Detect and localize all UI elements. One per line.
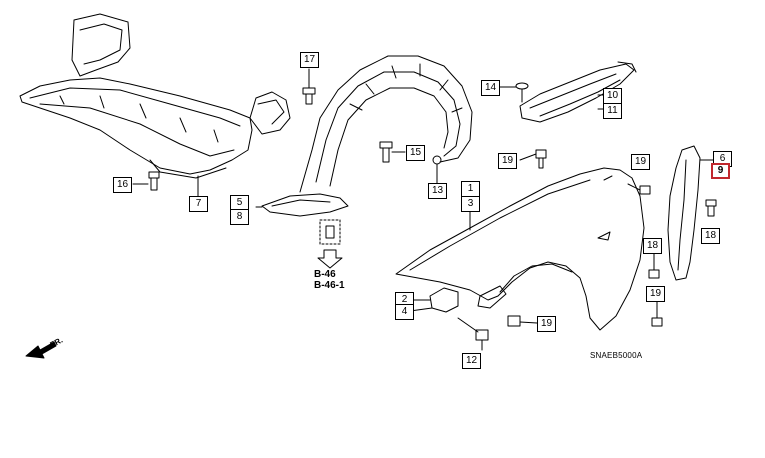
callout-19-a[interactable]: 19 [498, 153, 517, 169]
clip-15-part [379, 141, 406, 163]
fender-bracket-part [519, 61, 637, 123]
side-bracket-part [667, 145, 715, 281]
callout-14[interactable]: 14 [481, 80, 500, 96]
screw-13-part [432, 155, 442, 184]
diagram-code: SNAEB5000A [590, 351, 643, 360]
callout-16[interactable]: 16 [113, 177, 132, 193]
callout-9-highlighted[interactable]: 9 [711, 163, 730, 179]
callout-15[interactable]: 15 [406, 145, 425, 161]
clip-17-part [302, 68, 316, 105]
front-direction-arrow [25, 341, 57, 359]
under-cover-part [19, 13, 291, 197]
callout-4[interactable]: 4 [395, 304, 414, 320]
callout-18-b[interactable]: 18 [643, 238, 662, 254]
bolt-19-parts [507, 149, 663, 327]
pin-14-part [499, 82, 529, 103]
callout-3[interactable]: 3 [461, 196, 480, 212]
callout-18-a[interactable]: 18 [701, 228, 720, 244]
ref-clip-part [317, 219, 343, 269]
callout-1[interactable]: 1 [461, 181, 480, 197]
front-fender-part [395, 167, 645, 331]
callout-19-d[interactable]: 19 [537, 316, 556, 332]
reference-label-1: B-46 [314, 269, 336, 280]
callout-13[interactable]: 13 [428, 183, 447, 199]
clip-16-part [132, 171, 160, 191]
callout-19-c[interactable]: 19 [646, 286, 665, 302]
callout-11[interactable]: 11 [603, 103, 622, 119]
callout-19-b[interactable]: 19 [631, 154, 650, 170]
clip-18-part [648, 199, 717, 279]
fender-liner-part [255, 55, 473, 217]
callout-8[interactable]: 8 [230, 209, 249, 225]
callout-12[interactable]: 12 [462, 353, 481, 369]
reference-label-2: B-46-1 [314, 280, 345, 291]
callout-7[interactable]: 7 [189, 196, 208, 212]
callout-17[interactable]: 17 [300, 52, 319, 68]
bolt-12-part [457, 317, 489, 351]
callout-10[interactable]: 10 [603, 88, 622, 104]
